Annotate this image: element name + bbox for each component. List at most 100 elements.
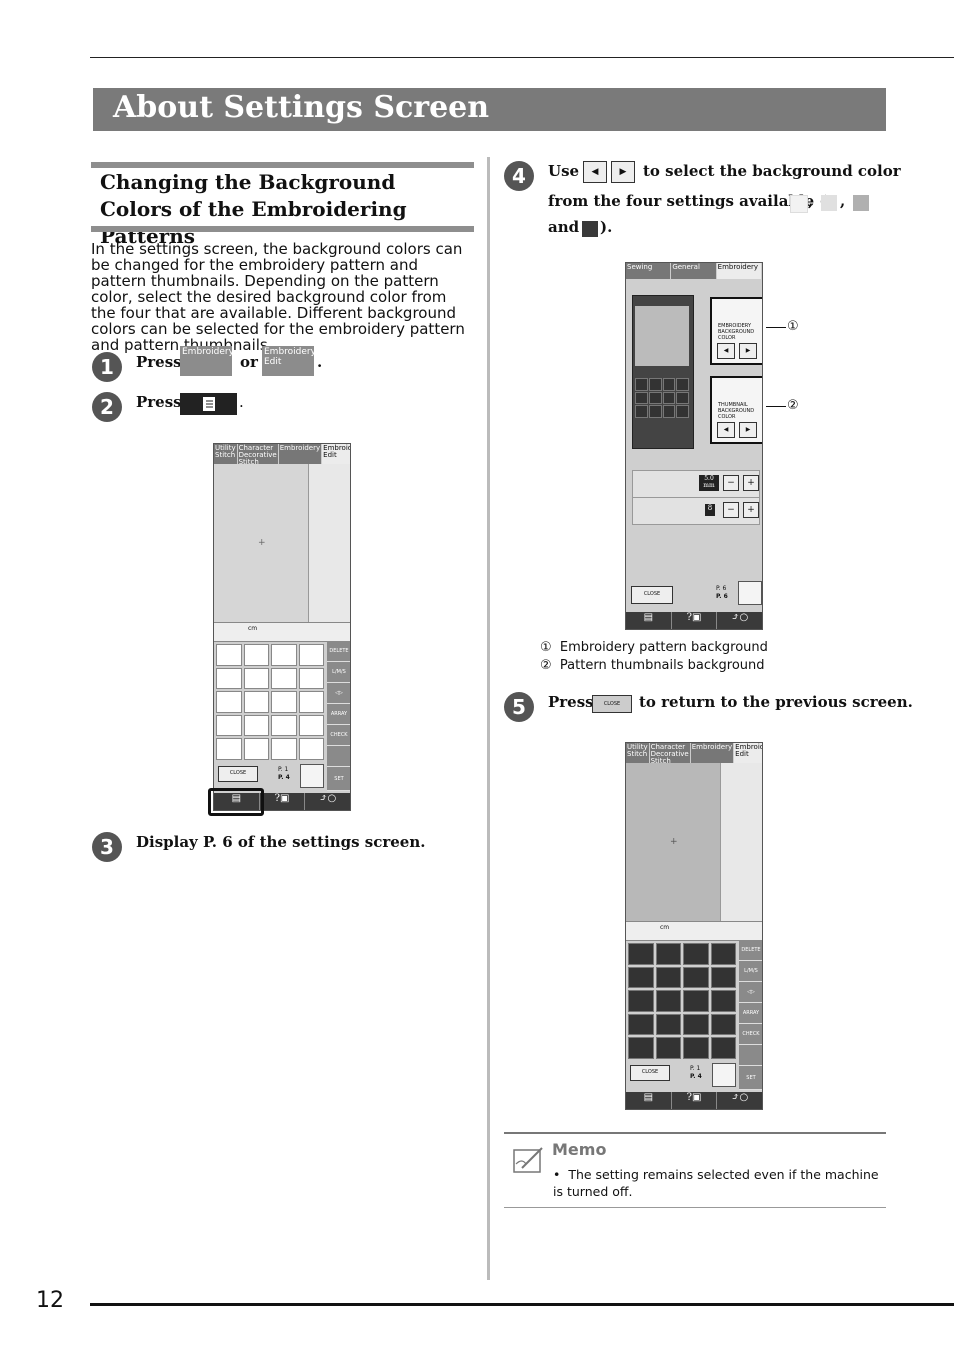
tab-sewing[interactable]: Sewing	[626, 263, 672, 279]
embroidery-edit-button-label-2: Edit	[264, 357, 282, 367]
set-button[interactable]: SET	[327, 767, 350, 791]
tab-utility-stitch[interactable]: Utility Stitch	[214, 444, 238, 464]
step-4-close-paren: ).	[600, 218, 613, 236]
right-arrow-button[interactable]: ▶	[611, 161, 635, 183]
screen3-tabs: Utility Stitch Character Decorative Stit…	[626, 743, 762, 765]
grid-size-number: 5.0	[704, 475, 714, 482]
step-4-line1: to select the background color	[643, 162, 901, 180]
preview-thumbnail-grid	[635, 378, 689, 418]
step-2-number: 2	[92, 392, 122, 422]
screen3-bottom-bar: ▤?▣⤴○	[626, 1092, 762, 1109]
delete-button[interactable]: DELETE	[327, 641, 350, 662]
legend-2-marker: ②	[540, 658, 552, 673]
step-3-text: Display P. 6 of the settings screen.	[136, 833, 426, 851]
close-button-screen1[interactable]: CLOSE	[218, 766, 258, 782]
step-5-number: 5	[504, 692, 534, 722]
mirror-button-3[interactable]: ◁▷	[739, 982, 762, 1003]
array-button-3[interactable]: ARRAY	[739, 1003, 762, 1024]
grid-minus-button[interactable]: −	[723, 475, 739, 491]
preview-embroidery-area	[635, 306, 689, 366]
blank-button[interactable]	[327, 746, 350, 767]
legend-1: ① Embroidery pattern background	[540, 640, 768, 655]
color-plus-button[interactable]: +	[743, 502, 759, 518]
embroidery-button-label: Embroidery	[182, 347, 234, 357]
size-readout-bar-3: cm	[626, 921, 762, 941]
memo-body: The setting remains selected even if the…	[553, 1167, 879, 1199]
embroidery-button[interactable]: Embroidery	[180, 346, 234, 376]
tab3-character-decorative[interactable]: Character Decorative Stitch	[650, 743, 691, 765]
page-number: 12	[36, 1288, 64, 1313]
settings-key-3[interactable]: ▤	[626, 1092, 672, 1109]
settings-page-turn-icon[interactable]	[738, 581, 762, 605]
swatch-comma-2: ,	[840, 192, 846, 210]
blank-button-3[interactable]	[739, 1045, 762, 1066]
settings-screen: Sewing General Embroidery EMBROIDERY BAC…	[625, 262, 763, 630]
tab3-utility-stitch[interactable]: Utility Stitch	[626, 743, 650, 763]
grid-plus-button[interactable]: +	[743, 475, 759, 491]
settings-icon	[203, 397, 215, 411]
page-turn-icon-3[interactable]	[712, 1063, 736, 1087]
page-turn-icon[interactable]	[300, 764, 324, 788]
settings-page-bottom: P. 6	[716, 593, 728, 600]
step-1-or: or	[240, 353, 258, 371]
thumbnail-bg-panel: THUMBNAIL BACKGROUND COLOR ◀ ▶	[710, 376, 762, 444]
thumbnail-bg-right[interactable]: ▶	[739, 422, 757, 438]
center-crosshair-icon-3: +	[670, 837, 678, 847]
tab-general[interactable]: General	[671, 263, 717, 279]
check-button[interactable]: CHECK	[327, 725, 350, 746]
pattern-list-area-3	[721, 763, 762, 921]
needle-key[interactable]: ⤴○	[305, 793, 350, 810]
page-title: About Settings Screen	[113, 90, 490, 125]
side-button-column-3: DELETE L/M/S ◁▷ ARRAY CHECK SET	[739, 940, 762, 1090]
close-button-inline[interactable]: CLOSE	[592, 695, 632, 713]
thumbnail-bg-label: THUMBNAIL BACKGROUND COLOR	[718, 402, 755, 420]
set-button-3[interactable]: SET	[739, 1066, 762, 1090]
embroidery-bg-left[interactable]: ◀	[717, 343, 735, 359]
bottom-rule	[90, 1303, 954, 1306]
close-button-screen3[interactable]: CLOSE	[630, 1065, 670, 1081]
check-button-3[interactable]: CHECK	[739, 1024, 762, 1045]
legend-2-text: Pattern thumbnails background	[559, 658, 765, 673]
delete-button-3[interactable]: DELETE	[739, 940, 762, 961]
array-button[interactable]: ARRAY	[327, 704, 350, 725]
needle-key-3[interactable]: ⤴○	[717, 1092, 762, 1109]
swatch-1	[790, 195, 808, 213]
thumbnail-bg-left[interactable]: ◀	[717, 422, 735, 438]
pattern-thumbnail-grid-dark[interactable]	[628, 943, 736, 1059]
tab3-embroidery[interactable]: Embroidery	[691, 743, 735, 763]
tab-embroidery-settings[interactable]: Embroidery	[716, 263, 762, 279]
screen1-tabs: Utility Stitch Character Decorative Stit…	[214, 444, 350, 466]
left-arrow-button[interactable]: ◀	[583, 161, 607, 183]
tab-embroidery-edit[interactable]: Embroidery Edit	[322, 444, 350, 464]
page-indicator-top: P. 1	[278, 766, 289, 773]
title-banner	[93, 88, 886, 131]
settings-button[interactable]	[180, 393, 237, 415]
color-minus-button[interactable]: −	[723, 502, 739, 518]
tab3-embroidery-edit[interactable]: Embroidery Edit	[734, 743, 762, 763]
memo-bullet: •	[553, 1167, 561, 1182]
mirror-button[interactable]: ◁▷	[327, 683, 350, 704]
help-key[interactable]: ?▣	[260, 793, 306, 810]
center-crosshair-icon: +	[258, 538, 266, 548]
help-key-3[interactable]: ?▣	[672, 1092, 718, 1109]
tab-embroidery[interactable]: Embroidery	[279, 444, 323, 464]
help-key-2[interactable]: ?▣	[672, 612, 718, 629]
lms-button[interactable]: L/M/S	[327, 662, 350, 683]
step-4-and: and	[548, 218, 580, 236]
settings-key[interactable]: ▤	[214, 793, 260, 810]
close-button-screen2[interactable]: CLOSE	[631, 586, 673, 604]
tab-character-decorative[interactable]: Character Decorative Stitch	[238, 444, 279, 466]
lms-button-3[interactable]: L/M/S	[739, 961, 762, 982]
embroidery-bg-right[interactable]: ▶	[739, 343, 757, 359]
settings-page-top: P. 6	[716, 585, 727, 592]
needle-key-2[interactable]: ⤴○	[717, 612, 762, 629]
pattern-preview-area-3: +	[626, 763, 721, 921]
pattern-thumbnail-grid[interactable]	[216, 644, 324, 760]
size-readout-bar: cm	[214, 622, 350, 642]
step-1-period: .	[317, 353, 323, 371]
memo-pencil-icon	[513, 1147, 543, 1173]
settings-key-2[interactable]: ▤	[626, 612, 672, 629]
